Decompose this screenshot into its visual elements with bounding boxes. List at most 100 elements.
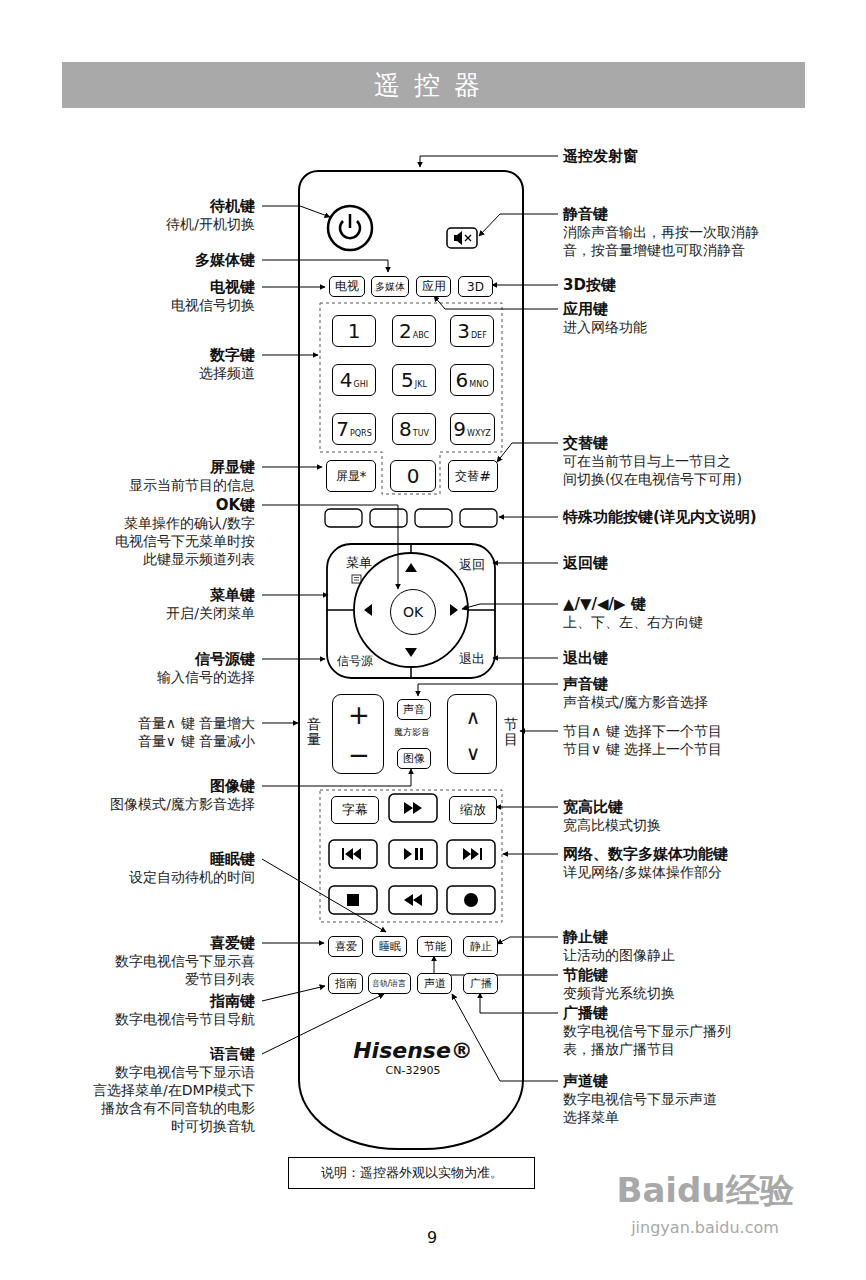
button-label: # [479,468,491,484]
callout-heading: 待机键 [210,197,255,215]
button-label: TUV [413,429,429,438]
button-label: 缩放 [460,801,486,819]
direction-arrows [364,563,458,657]
media-button [329,840,377,868]
callout-heading: 多媒体键 [195,251,255,269]
callout-heading: 指南键 [210,992,255,1010]
number-button: 1 [332,315,376,347]
button-label: 菜单 [346,554,372,572]
color-button [460,509,497,527]
leader-line [497,937,558,944]
button-label: 广播 [470,976,492,991]
remote-button: 广播 [463,973,498,994]
callout-heading: 信号源键 [195,650,255,668]
leader-line [262,859,386,932]
callout-text: 显示当前节目的信息 [129,476,255,494]
leader-line [462,604,558,609]
remote-button: 多媒体 [371,276,409,297]
callout-heading: 声音键 [563,675,608,693]
callout-text: 详见网络/多媒体操作部分 [563,863,722,881]
callout-heading: 应用键 [563,300,608,318]
callout-text: 菜单操作的确认/数字 电视信号下无菜单时按 此键显示频道列表 [111,514,255,568]
leader-line [479,214,558,236]
callout-text: 待机/开机切换 [166,215,255,233]
remote-button: 3D [458,276,493,297]
leader-line [262,505,398,589]
leader-line [262,355,318,356]
callout-text: 数字电视信号节目导航 [115,1010,255,1028]
remote-button: 字幕 [331,796,379,824]
callout-heading: 3D按键 [563,276,616,294]
callout-text: 上、下、左、右方向键 [563,613,703,631]
media-button [447,886,495,914]
number-button: 9WXYZ [450,413,495,445]
media-symbol [463,848,482,860]
button-label: JKL [415,380,427,389]
color-button [415,509,452,527]
model-number: CN-32905 [386,1064,441,1077]
button-label: OK [403,604,423,620]
button-label: 3D [467,280,484,294]
callout-text: 图像模式/魔方影音选择 [110,795,255,813]
rocker-key: 音量+− [332,694,384,774]
number-button: 4GHI [332,364,376,396]
leader-line [434,296,558,309]
button-label: * [360,468,367,484]
mute-symbol [454,231,462,245]
callout-text: 让活动的图像静止 [563,946,675,964]
callout-text: 消除声音输出，再按一次取消静 音，按音量增键也可取消静音 [563,223,763,259]
callout-heading: 喜爱键 [210,934,255,952]
callout-text: 声音模式/魔方影音选择 [563,693,708,711]
number-button: 8TUV [392,413,436,445]
media-buttons [329,794,495,914]
button-label: ∧ [466,705,481,729]
button-label: 返回 [459,556,485,574]
remote-button: 声道 [417,973,452,994]
watermark: Baidu经验 [616,1171,793,1209]
button-label: 指南 [335,976,357,991]
leader-line [499,517,558,518]
callout-heading: 宽高比键 [563,798,623,816]
remote-button: 应用 [416,276,451,297]
button-caption: 魔方影音 [394,723,430,741]
callout-text: 数字电视信号下显示声道 选择菜单 [563,1090,721,1126]
button-label: 2 [399,319,412,343]
color-button [325,509,362,527]
leader-line [262,467,322,468]
remote-button: 音轨/语言 [368,973,411,994]
callout-text: 数字电视信号下显示广播列 表，播放广播节目 [563,1022,735,1058]
button-label: ∨ [466,741,481,765]
mute-cross [465,235,471,241]
nav-ring-divider [327,544,495,678]
button-label: 信号源 [337,653,373,670]
button-label: 音量 [307,717,321,748]
page-number: 9 [427,1229,437,1247]
number-button: 7PQRS [332,413,376,445]
ring-key: 菜单 [336,552,382,574]
callout-heading: 广播键 [563,1004,608,1022]
callout-text: 节目∨ 键 选择上一个节目 [563,740,722,758]
media-button [329,886,377,914]
leader-line [262,659,325,660]
button-label: 图像 [403,751,425,766]
remote-button: 交替# [448,460,498,492]
button-label: ABC [413,331,429,340]
button-label: 节能 [424,939,446,954]
callout-text: 进入网络功能 [563,318,647,336]
title-text: 遥控器 [374,68,494,103]
remote-button: 喜爱 [328,936,363,957]
ring-key: 返回 [450,554,494,576]
leader-line [497,443,558,462]
callout-heading: OK键 [216,496,255,514]
callout-heading: 电视键 [210,278,255,296]
nav-ring-outline [327,544,495,678]
callout-heading: 静音键 [563,205,608,223]
button-label: WXYZ [467,429,491,438]
callout-heading: 语言键 [210,1045,255,1063]
callout-heading: 退出键 [563,649,608,667]
remote-button: 电视 [329,276,365,297]
remote-button: 缩放 [449,796,497,824]
media-symbol [342,848,361,860]
media-symbol [404,848,423,860]
leader-line [480,993,558,1013]
